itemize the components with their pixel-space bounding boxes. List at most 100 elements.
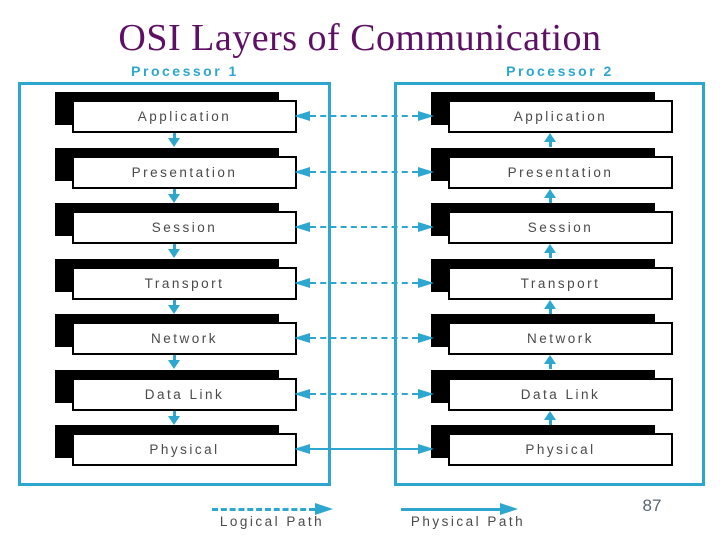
layer-label: Presentation — [131, 164, 238, 180]
legend-physical-arrow-icon — [401, 503, 518, 515]
layer-face: Physical — [448, 433, 673, 466]
slide-title: OSI Layers of Communication — [118, 17, 602, 59]
arrow-shaft — [172, 355, 176, 360]
down-arrow-icon — [167, 355, 181, 369]
arrow-shaft — [548, 197, 552, 203]
layer-label: Data Link — [520, 386, 601, 402]
arrowhead-right-icon — [418, 444, 434, 454]
arrowhead-left-icon — [294, 333, 310, 343]
layer-face: Presentation — [72, 155, 297, 189]
arrow-head — [168, 415, 180, 425]
dashed-line — [310, 115, 418, 117]
logical-path-arrow — [294, 277, 434, 288]
arrowhead-right-icon — [315, 503, 333, 515]
arrowhead-right-icon — [418, 388, 434, 399]
layer-face: Application — [72, 100, 297, 133]
processor-2-label: Processor 2 — [506, 63, 614, 79]
solid-line — [310, 448, 418, 450]
p1-layer-application: Application — [55, 92, 297, 133]
arrowhead-right-icon — [418, 222, 434, 232]
down-arrow-icon — [167, 410, 181, 425]
arrow-shaft — [548, 419, 552, 425]
p2-layer-session: Session — [431, 203, 673, 244]
layer-face: Transport — [448, 266, 673, 300]
layer-label: Session — [527, 220, 594, 235]
down-arrow-icon — [167, 133, 181, 147]
arrowhead-left-icon — [294, 388, 310, 399]
layer-label: Network — [150, 331, 218, 346]
legend-logical-label: Logical Path — [219, 514, 325, 529]
arrow-shaft — [172, 299, 176, 305]
p1-layer-physical: Physical — [55, 425, 297, 466]
arrow-shaft — [172, 188, 176, 194]
arrowhead-right-icon — [418, 111, 434, 121]
up-arrow-icon — [543, 355, 557, 369]
layer-label: Network — [526, 331, 594, 346]
arrow-head — [168, 360, 180, 369]
logical-path-arrow — [294, 333, 434, 343]
layer-face: Session — [448, 211, 673, 244]
layer-face: Data Link — [448, 377, 673, 411]
layer-face: Physical — [72, 433, 297, 466]
layer-face: Presentation — [448, 155, 673, 189]
p1-layer-presentation: Presentation — [55, 147, 297, 189]
legend-logical-arrow-icon — [212, 503, 333, 515]
layer-face: Network — [448, 322, 673, 355]
arrow-head — [168, 249, 180, 258]
arrowhead-right-icon — [418, 333, 434, 343]
logical-path-arrow — [294, 222, 434, 232]
arrow-shaft — [548, 142, 552, 147]
arrow-head — [168, 193, 180, 203]
arrow-shaft — [172, 133, 176, 138]
layer-label: Physical — [149, 442, 220, 457]
page-number: 87 — [642, 496, 662, 515]
layer-face: Application — [448, 100, 673, 133]
layer-label: Transport — [144, 275, 225, 291]
arrow-head — [544, 355, 556, 364]
layer-label: Session — [151, 220, 218, 235]
layer-label: Application — [137, 109, 232, 124]
layer-label: Presentation — [507, 164, 614, 180]
down-arrow-icon — [167, 188, 181, 203]
processor-2-box — [394, 82, 705, 486]
p1-layer-data-link: Data Link — [55, 369, 297, 411]
p2-layer-presentation: Presentation — [431, 147, 673, 189]
arrow-head — [544, 188, 556, 198]
layer-label: Data Link — [144, 386, 225, 402]
arrow-shaft — [548, 253, 552, 258]
arrow-shaft — [548, 364, 552, 369]
arrowhead-left-icon — [294, 166, 310, 177]
arrowhead-left-icon — [294, 277, 310, 288]
p2-layer-physical: Physical — [431, 425, 673, 466]
layer-label: Physical — [525, 442, 596, 457]
up-arrow-icon — [543, 133, 557, 147]
arrowhead-right-icon — [418, 277, 434, 288]
p2-layer-network: Network — [431, 314, 673, 355]
solid-line — [401, 507, 500, 511]
logical-path-arrow — [294, 388, 434, 399]
p2-layer-data-link: Data Link — [431, 369, 673, 411]
up-arrow-icon — [543, 188, 557, 203]
arrow-head — [544, 299, 556, 309]
p1-layer-session: Session — [55, 203, 297, 244]
down-arrow-icon — [167, 244, 181, 258]
p2-layer-application: Application — [431, 92, 673, 133]
arrow-shaft — [548, 308, 552, 314]
arrowhead-left-icon — [294, 222, 310, 232]
dashed-line — [310, 281, 418, 284]
up-arrow-icon — [543, 244, 557, 258]
layer-face: Session — [72, 211, 297, 244]
logical-path-arrow — [294, 166, 434, 177]
p1-layer-network: Network — [55, 314, 297, 355]
layer-face: Network — [72, 322, 297, 355]
arrow-head — [544, 410, 556, 420]
processor-1-label: Processor 1 — [131, 63, 239, 79]
processor-1-box — [18, 82, 331, 486]
dashed-line — [310, 337, 418, 339]
up-arrow-icon — [543, 410, 557, 425]
arrow-shaft — [172, 244, 176, 249]
dashed-line — [310, 226, 418, 228]
legend-physical-label: Physical Path — [410, 514, 526, 529]
arrowhead-right-icon — [500, 503, 518, 515]
